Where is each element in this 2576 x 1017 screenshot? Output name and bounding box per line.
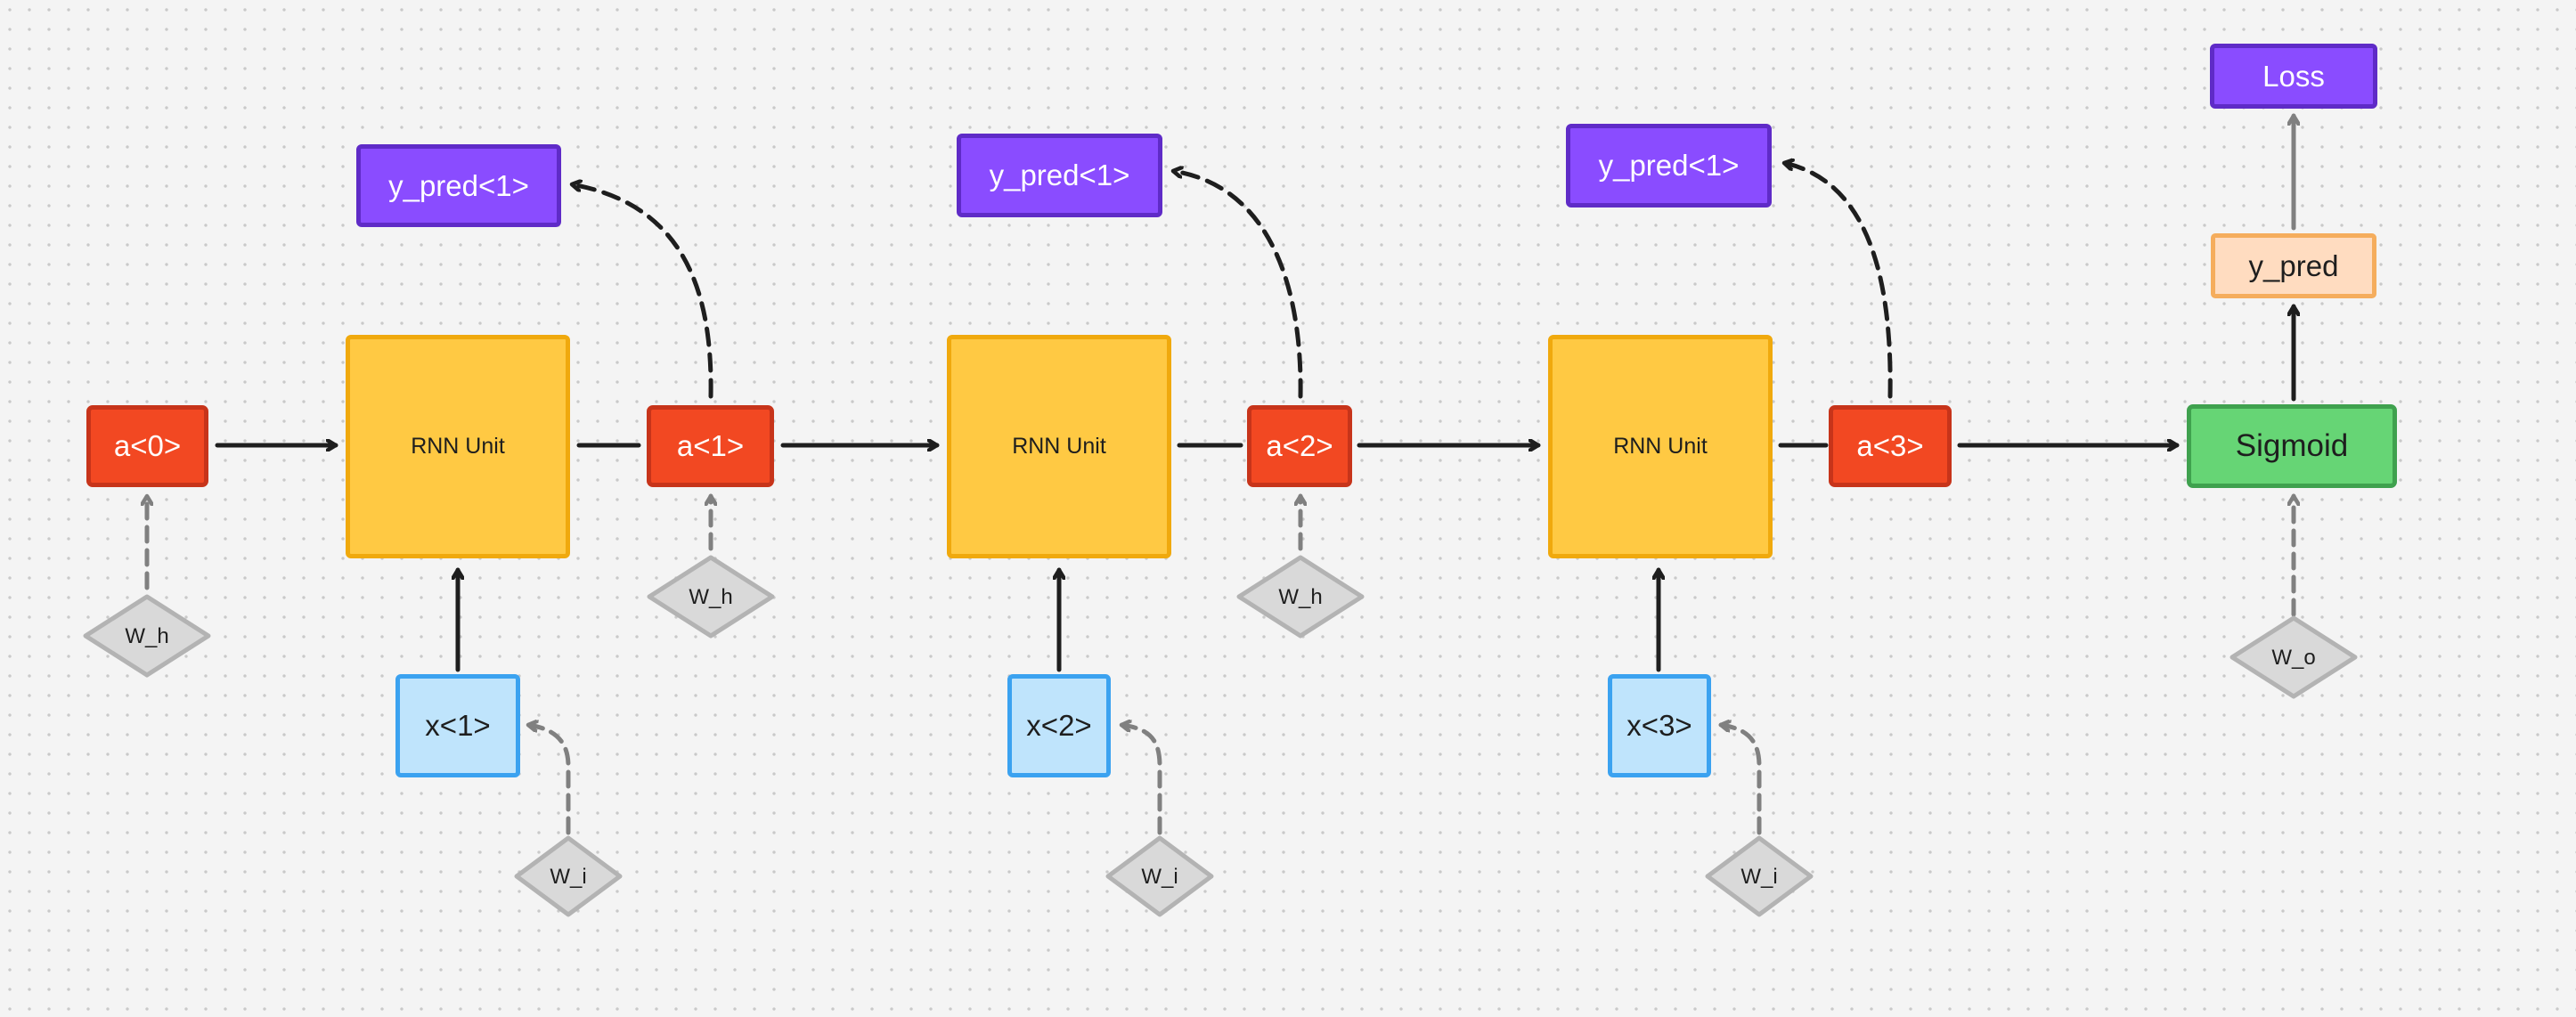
weight-wh0-label: W_h [125, 624, 168, 648]
arrow-a2-to-ypred2 [1170, 171, 1303, 399]
rnn-unit-1-label: RNN Unit [411, 434, 505, 459]
ypred-node[interactable]: y_pred [2211, 233, 2376, 298]
weight-wi3-label: W_i [1740, 865, 1777, 889]
activation-a2-label: a<2> [1266, 429, 1333, 462]
prediction-y2-label: y_pred<1> [989, 159, 1130, 191]
rnn-unit-2[interactable]: RNN Unit [947, 335, 1171, 558]
prediction-y1-label: y_pred<1> [388, 168, 529, 202]
weight-wo-label: W_o [2271, 646, 2315, 670]
weight-wh1[interactable]: W_h [647, 555, 775, 639]
input-x2[interactable]: x<2> [1007, 674, 1111, 777]
sigmoid-label: Sigmoid [2235, 428, 2349, 463]
weight-wh0[interactable]: W_h [83, 594, 211, 678]
activation-a3-label: a<3> [1856, 429, 1924, 462]
prediction-y1[interactable]: y_pred<1> [356, 144, 561, 227]
arrow-wi2-to-x2 [1119, 725, 1162, 835]
arrow-wi3-to-x3 [1718, 725, 1762, 835]
rnn-unit-3[interactable]: RNN Unit [1548, 335, 1773, 558]
weight-wi1-label: W_i [550, 865, 586, 889]
activation-a1-label: a<1> [676, 429, 745, 462]
activation-a1[interactable]: a<1> [647, 405, 774, 487]
activation-a0-label: a<0> [113, 429, 182, 462]
loss-node[interactable]: Loss [2210, 44, 2377, 109]
prediction-y2[interactable]: y_pred<1> [957, 134, 1162, 217]
arrow-a3-to-ypred3 [1781, 163, 1893, 399]
rnn-unit-1[interactable]: RNN Unit [346, 335, 570, 558]
ypred-label: y_pred [2248, 248, 2339, 282]
prediction-y3-label: y_pred<1> [1598, 149, 1740, 182]
prediction-arrows [569, 163, 1893, 399]
sigmoid-node[interactable]: Sigmoid [2187, 404, 2397, 488]
weight-wi3[interactable]: W_i [1705, 835, 1814, 917]
weight-wh1-label: W_h [689, 585, 732, 609]
weight-wi2-label: W_i [1141, 865, 1178, 889]
weight-wh2[interactable]: W_h [1236, 555, 1365, 639]
weight-wi1[interactable]: W_i [514, 835, 623, 917]
rnn-unit-2-label: RNN Unit [1012, 434, 1106, 459]
input-x1-label: x<1> [425, 709, 491, 742]
activation-a2[interactable]: a<2> [1247, 405, 1352, 487]
rnn-unit-3-label: RNN Unit [1613, 434, 1708, 459]
flow-arrows [215, 304, 2294, 672]
weight-arrows [147, 493, 2294, 835]
input-x3-label: x<3> [1626, 709, 1692, 742]
input-x2-label: x<2> [1026, 709, 1092, 742]
input-x1[interactable]: x<1> [395, 674, 520, 777]
weight-wi2[interactable]: W_i [1105, 835, 1214, 917]
weight-wh2-label: W_h [1278, 585, 1322, 609]
weight-wo[interactable]: W_o [2230, 615, 2358, 699]
arrow-wi1-to-x1 [526, 725, 571, 835]
prediction-y3[interactable]: y_pred<1> [1566, 124, 1772, 207]
input-x3[interactable]: x<3> [1608, 674, 1711, 777]
activation-a0[interactable]: a<0> [86, 405, 208, 487]
arrow-a1-to-ypred1 [569, 184, 713, 399]
loss-label: Loss [2262, 59, 2325, 93]
activation-a3[interactable]: a<3> [1829, 405, 1952, 487]
weight-diamonds: W_h W_h W_h W_i W_i W_i W_o [83, 555, 2358, 917]
